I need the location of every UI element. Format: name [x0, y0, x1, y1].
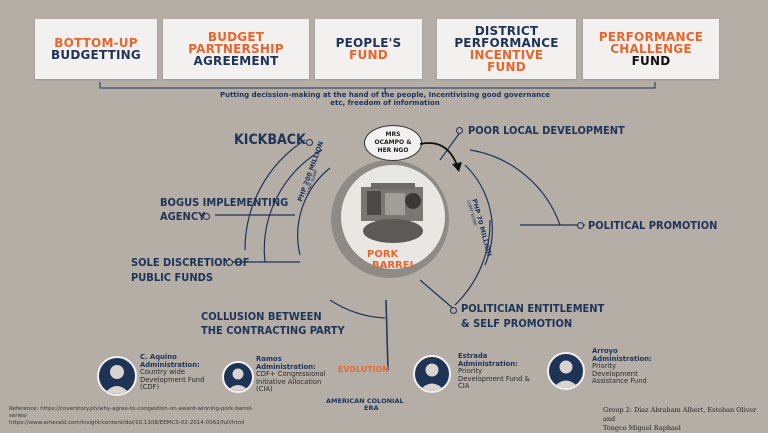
- center-line-1: PORK: [367, 249, 399, 260]
- issue-dot: [306, 139, 313, 146]
- admin-name: Administration:: [140, 360, 200, 369]
- box-line: CHALLENGE: [610, 42, 692, 56]
- admin-aquino: C. Aquino Administration: Country wide D…: [140, 353, 205, 392]
- issue-entitlement-line-2: & SELF PROMOTION: [461, 317, 573, 330]
- reference-line: Reference: https://coverstory.ph/why-agr…: [9, 406, 254, 412]
- box-line: INCENTIVE: [469, 48, 544, 62]
- person-icon: [419, 363, 445, 391]
- admin-name: Estrada: [458, 352, 488, 360]
- issue-poor-development: POOR LOCAL DEVELOPMENT: [468, 124, 625, 137]
- box-line: DISTRICT: [474, 24, 539, 38]
- admin-desc: CDF+ Congressional: [256, 370, 326, 378]
- box-line: BUDGETTING: [51, 48, 141, 62]
- curved-arrow-icon: [419, 142, 462, 172]
- box-line: BUDGET: [207, 30, 265, 44]
- admin-desc: Priority: [592, 362, 617, 370]
- era-line-1: AMERICAN COLONIAL: [326, 397, 404, 405]
- issue-kickback: KICKBACK: [234, 132, 306, 148]
- admin-arroyo: Arroyo Administration: Priority Developm…: [592, 347, 652, 386]
- admin-desc: Development Fund &: [458, 374, 530, 383]
- reference-line: https://www.emerald.com/insight/content/…: [9, 420, 245, 426]
- issue-entitlement-line-1: POLITICIAN ENTITLEMENT: [461, 302, 605, 315]
- admin-desc: Development Fund: [140, 375, 205, 384]
- pork-barrel-circle: [341, 165, 445, 269]
- admin-desc: Assistance Fund: [592, 377, 647, 385]
- box-bottom-up-budgetting: BOTTOM-UP BUDGETTING: [35, 19, 157, 79]
- subtitle: Putting decission-making at the hand of …: [219, 91, 551, 107]
- issue-collusion-line-2: THE CONTRACTING PARTY: [201, 324, 345, 337]
- issue-dot: [456, 127, 463, 134]
- box-line: BOTTOM-UP: [54, 36, 138, 50]
- box-line: PERFORMANCE: [454, 36, 559, 50]
- issue-dot: [450, 307, 457, 314]
- admin-name: Administration:: [458, 359, 518, 368]
- person-icon: [553, 360, 579, 388]
- group-line: Group 2: Diaz Abraham Albert, Esteban Ol…: [603, 406, 757, 423]
- admin-desc: Priority: [458, 367, 483, 375]
- box-peoples-fund: PEOPLE'S FUND: [315, 19, 422, 79]
- person-icon: [227, 368, 249, 391]
- admin-name: Administration:: [592, 354, 652, 363]
- admin-desc: Country wide: [140, 368, 186, 376]
- box-line: FUND: [349, 48, 388, 62]
- group-credits: Group 2: Diaz Abraham Albert, Esteban Ol…: [603, 406, 768, 433]
- era-line-2: ERA: [364, 404, 379, 412]
- evolution-label: EVOLUTION: [338, 365, 390, 374]
- issue-bogus-line-1: BOGUS IMPLEMENTING: [160, 196, 289, 209]
- reference: Reference: https://coverstory.ph/why-agr…: [9, 406, 299, 427]
- reference-line: series/: [9, 413, 28, 419]
- box-performance-challenge-fund: PERFORMANCE CHALLENGE FUND: [583, 19, 719, 79]
- admin-desc: (CIA): [256, 385, 273, 393]
- group-line: Tongco Miguel Raphael: [603, 424, 681, 432]
- admin-ramos: Ramos Administration: CDF+ Congressional…: [256, 355, 326, 394]
- center-line-2: BARREL: [372, 260, 416, 271]
- box-line: FUND: [487, 60, 526, 74]
- box-line: PERFORMANCE: [598, 30, 704, 44]
- box-line: PARTNERSHIP: [188, 42, 284, 56]
- avatar-estrada: [413, 355, 451, 393]
- issue-dot: [203, 213, 210, 220]
- admin-name: C. Aquino: [140, 353, 177, 361]
- admin-desc: (CDF): [140, 383, 160, 391]
- avatar-arroyo: [547, 352, 585, 390]
- issue-political-promotion: POLITICAL PROMOTION: [588, 219, 718, 232]
- admin-estrada: Estrada Administration: Priority Develop…: [458, 352, 530, 391]
- avatar-aquino: [97, 356, 137, 396]
- person-icon: [104, 365, 130, 394]
- avatar-ramos: [222, 361, 254, 393]
- speech-bubble-text: MRS OCAMPO & HER NGO: [374, 131, 412, 154]
- speech-bubble: MRS OCAMPO & HER NGO: [364, 125, 422, 161]
- admin-name: Administration:: [256, 362, 316, 371]
- admin-desc: Development: [592, 369, 638, 378]
- box-district-performance-incentive-fund: DISTRICT PERFORMANCE INCENTIVE FUND: [437, 19, 576, 79]
- admin-name: Ramos: [256, 355, 282, 363]
- admin-desc: CIA: [458, 382, 470, 390]
- admin-desc: Initiative Allocation: [256, 377, 322, 386]
- issue-sole-line-2: PUBLIC FUNDS: [131, 271, 213, 284]
- issue-bogus-line-2: AGENCY: [160, 210, 206, 223]
- box-line: AGREEMENT: [193, 54, 279, 68]
- issue-dot: [226, 259, 233, 266]
- issue-collusion-line-1: COLLUSION BETWEEN: [201, 310, 322, 323]
- box-budget-partnership-agreement: BUDGET PARTNERSHIP AGREEMENT: [163, 19, 309, 79]
- issue-dot: [577, 222, 584, 229]
- pork-barrel-illustration: [361, 183, 423, 243]
- issue-sole-line-1: SOLE DISCRETION OF: [131, 256, 250, 269]
- admin-name: Arroyo: [592, 347, 618, 355]
- box-line: FUND: [631, 54, 671, 68]
- box-line: PEOPLE'S: [335, 36, 402, 50]
